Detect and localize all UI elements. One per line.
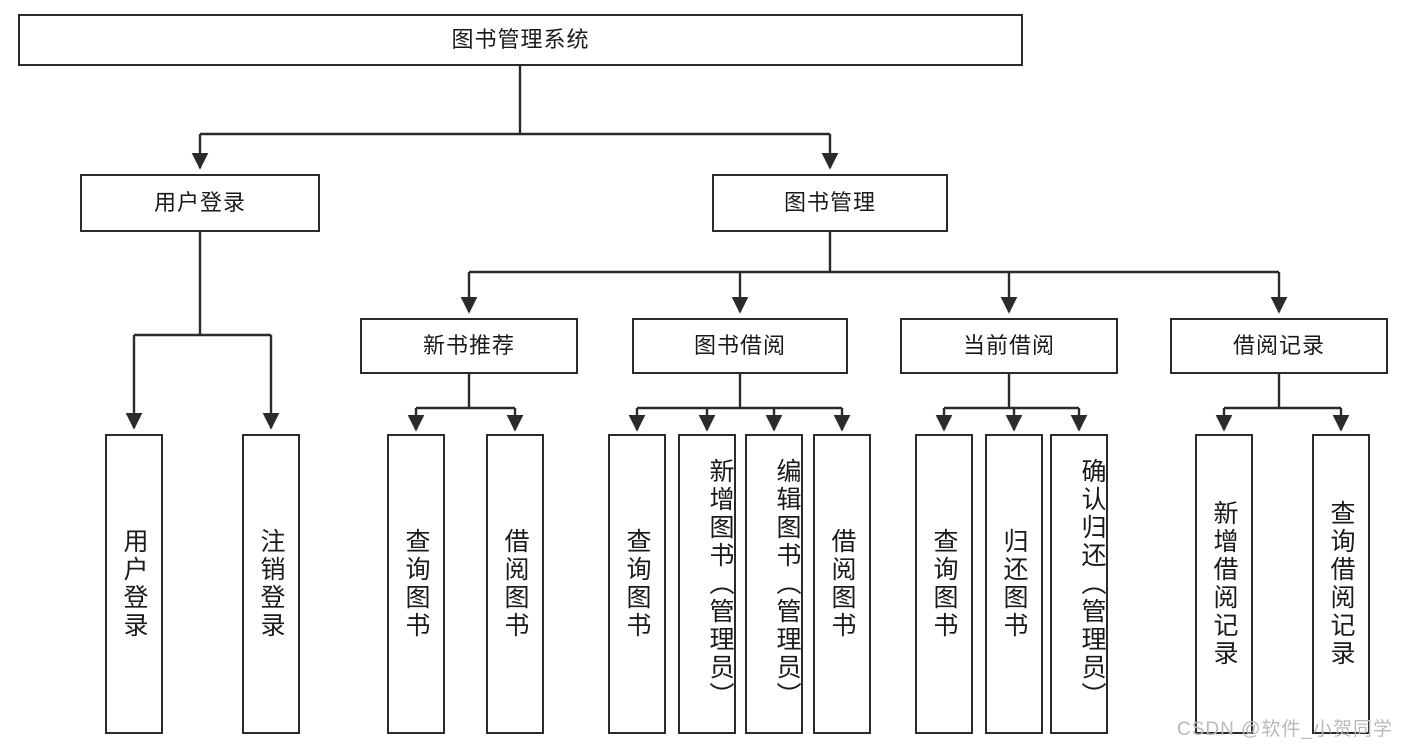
node-borrow-records-label: 借阅记录 [1232,332,1325,358]
leaf-query-book-recommend-label: 查询图书 [402,528,430,640]
leaf-add-borrow-record-label: 新增借阅记录 [1210,500,1238,668]
node-book-borrow[interactable]: 图书借阅 [632,318,848,374]
node-book-borrow-label: 图书借阅 [693,332,786,358]
leaf-borrow-book-recommend[interactable]: 借阅图书 [486,434,544,734]
node-current-borrow[interactable]: 当前借阅 [900,318,1118,374]
leaf-user-login[interactable]: 用户登录 [105,434,163,734]
leaf-query-book-borrow[interactable]: 查询图书 [608,434,666,734]
leaf-return-book[interactable]: 归还图书 [985,434,1043,734]
leaf-query-borrow-record-label: 查询借阅记录 [1327,500,1355,668]
leaf-query-borrow-record[interactable]: 查询借阅记录 [1312,434,1370,734]
leaf-query-book-current-label: 查询图书 [930,528,958,640]
leaf-add-book-admin-label: 新增图书（管理员） [706,458,734,710]
leaf-lend-book-label: 借阅图书 [828,528,856,640]
leaf-query-book-current[interactable]: 查询图书 [915,434,973,734]
node-borrow-records[interactable]: 借阅记录 [1170,318,1388,374]
leaf-edit-book-admin[interactable]: 编辑图书（管理员） [745,434,803,734]
leaf-query-book-recommend[interactable]: 查询图书 [387,434,445,734]
leaf-edit-book-admin-label: 编辑图书（管理员） [773,458,801,710]
node-new-book-recommend-label: 新书推荐 [422,332,515,358]
node-user-login[interactable]: 用户登录 [80,174,320,232]
leaf-borrow-book-recommend-label: 借阅图书 [501,528,529,640]
leaf-add-book-admin[interactable]: 新增图书（管理员） [678,434,736,734]
leaf-confirm-return-admin-label: 确认归还（管理员） [1078,458,1106,710]
leaf-lend-book[interactable]: 借阅图书 [813,434,871,734]
node-user-login-label: 用户登录 [153,189,246,215]
leaf-user-login-label: 用户登录 [120,528,148,640]
node-book-management[interactable]: 图书管理 [712,174,948,232]
leaf-return-book-label: 归还图书 [1000,528,1028,640]
node-current-borrow-label: 当前借阅 [962,332,1055,358]
node-root[interactable]: 图书管理系统 [18,14,1023,66]
leaf-add-borrow-record[interactable]: 新增借阅记录 [1195,434,1253,734]
leaf-logout[interactable]: 注销登录 [242,434,300,734]
node-root-label: 图书管理系统 [451,26,590,52]
leaf-confirm-return-admin[interactable]: 确认归还（管理员） [1050,434,1108,734]
leaf-query-book-borrow-label: 查询图书 [623,528,651,640]
node-book-management-label: 图书管理 [783,189,876,215]
watermark: CSDN @软件_小贺同学 [1177,719,1393,740]
leaf-logout-label: 注销登录 [257,528,285,640]
node-new-book-recommend[interactable]: 新书推荐 [360,318,578,374]
